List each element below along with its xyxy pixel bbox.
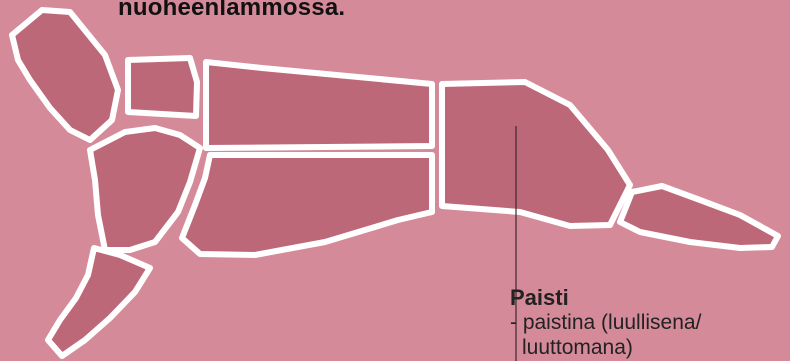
cut-neck-upper[interactable] bbox=[128, 58, 197, 116]
cut-belly[interactable] bbox=[182, 155, 432, 255]
cut-front-shank[interactable] bbox=[48, 248, 150, 356]
cut-head[interactable] bbox=[12, 10, 118, 140]
callout-line-1: - paistina (luullisena/ bbox=[510, 310, 780, 335]
callout-paisti: Paisti - paistina (luullisena/ luuttoman… bbox=[510, 285, 780, 360]
cut-hind-shank[interactable] bbox=[620, 186, 778, 248]
callout-title: Paisti bbox=[510, 285, 780, 310]
cut-roast-paisti[interactable] bbox=[442, 82, 630, 226]
cut-back-upper[interactable] bbox=[206, 62, 432, 148]
callout-line-2: luuttomana) bbox=[510, 335, 780, 360]
